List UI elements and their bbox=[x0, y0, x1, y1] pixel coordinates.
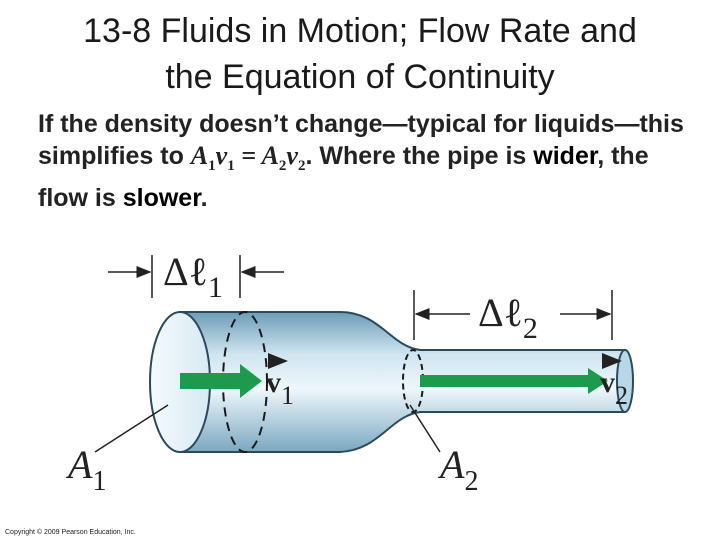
body-text-2: . Where the pipe is bbox=[305, 142, 534, 170]
copyright-notice: Copyright © 2009 Pearson Education, Inc. bbox=[5, 529, 136, 536]
eq-a1: A bbox=[190, 141, 209, 170]
eq-v2: v bbox=[286, 141, 298, 170]
word-slower: slower bbox=[122, 184, 201, 213]
body-text-4: . bbox=[200, 184, 208, 213]
body-text-3: , the flow is bbox=[38, 142, 649, 213]
dl1-label: Δℓ1 bbox=[163, 249, 223, 304]
title-line-2: the Equation of Continuity bbox=[165, 58, 555, 96]
eq-v1-sub: 1 bbox=[227, 158, 235, 175]
pipe-flow-figure: Δℓ1 Δℓ2 v1 v2 A1 A2 bbox=[65, 249, 634, 497]
v1-label: v1 bbox=[266, 366, 294, 410]
dl2-label: Δℓ2 bbox=[478, 290, 538, 345]
a2-label: A2 bbox=[437, 442, 478, 497]
body-text-1: If the density doesn’t change—typical fo… bbox=[38, 110, 684, 170]
body-paragraph: If the density doesn’t change—typical fo… bbox=[38, 108, 698, 214]
eq-a2: A bbox=[261, 141, 279, 170]
a1-label: A1 bbox=[65, 442, 106, 497]
title-line-1: 13-8 Fluids in Motion; Flow Rate and bbox=[83, 12, 637, 50]
word-wider: wider bbox=[533, 142, 598, 170]
a2-leader-line bbox=[409, 404, 441, 453]
flow-arrow-2 bbox=[420, 368, 608, 394]
v2-label: v2 bbox=[600, 366, 628, 410]
flow-arrow-1 bbox=[180, 364, 262, 398]
continuity-equation: A1v1 = A2v2 bbox=[190, 141, 306, 174]
a1-leader-line bbox=[94, 404, 169, 453]
eq-equals: = bbox=[234, 141, 262, 170]
slide-title: 13-8 Fluids in Motion; Flow Rate and the… bbox=[0, 8, 720, 100]
eq-a2-sub: 2 bbox=[278, 158, 287, 175]
eq-v1: v bbox=[215, 141, 228, 170]
eq-a1-sub: 1 bbox=[208, 158, 216, 175]
eq-v2-sub: 2 bbox=[297, 158, 306, 175]
